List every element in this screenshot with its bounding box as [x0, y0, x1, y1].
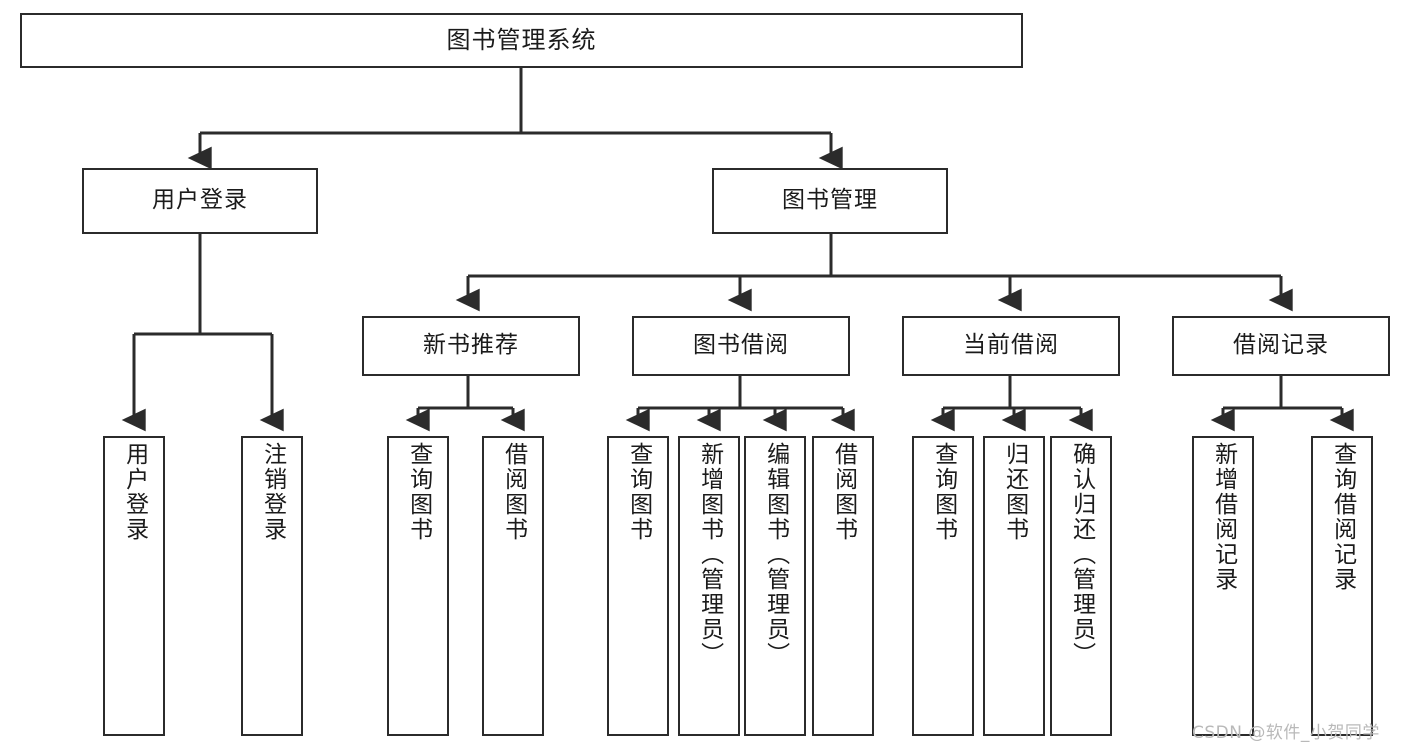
leaf-edit-book-admin[interactable]: 编辑图书（管理员） [744, 436, 806, 736]
node-label: 查询借阅记录 [1329, 442, 1356, 592]
node-label: 图书管理 [782, 187, 878, 214]
leaf-query-book-current[interactable]: 查询图书 [912, 436, 974, 736]
node-label: 查询图书 [405, 442, 432, 542]
node-book-borrow[interactable]: 图书借阅 [632, 316, 850, 376]
node-label: 借阅记录 [1233, 332, 1329, 359]
leaf-add-borrow-record[interactable]: 新增借阅记录 [1192, 436, 1254, 736]
leaf-query-book-recommend[interactable]: 查询图书 [387, 436, 449, 736]
node-root-system[interactable]: 图书管理系统 [20, 13, 1023, 68]
leaf-return-book[interactable]: 归还图书 [983, 436, 1045, 736]
leaf-confirm-return-admin[interactable]: 确认归还（管理员） [1050, 436, 1112, 736]
node-label: 编辑图书（管理员） [762, 442, 789, 667]
node-book-management[interactable]: 图书管理 [712, 168, 948, 234]
node-label: 查询图书 [625, 442, 652, 542]
node-new-book-recommend[interactable]: 新书推荐 [362, 316, 580, 376]
node-label: 图书管理系统 [446, 26, 597, 55]
node-label: 图书借阅 [693, 332, 789, 359]
node-label: 查询图书 [930, 442, 957, 542]
leaf-logout-login[interactable]: 注销登录 [241, 436, 303, 736]
node-user-login[interactable]: 用户登录 [82, 168, 318, 234]
node-label: 借阅图书 [830, 442, 857, 542]
node-label: 借阅图书 [500, 442, 527, 542]
node-label: 新增借阅记录 [1210, 442, 1237, 592]
node-current-borrow[interactable]: 当前借阅 [902, 316, 1120, 376]
node-label: 新增图书（管理员） [696, 442, 723, 667]
node-label: 确认归还（管理员） [1068, 442, 1095, 667]
csdn-watermark: CSDN @软件_小贺同学 [1192, 723, 1380, 743]
node-label: 用户登录 [152, 187, 248, 214]
node-borrow-records[interactable]: 借阅记录 [1172, 316, 1390, 376]
node-label: 新书推荐 [423, 332, 519, 359]
leaf-query-book-borrow[interactable]: 查询图书 [607, 436, 669, 736]
leaf-borrow-book-recommend[interactable]: 借阅图书 [482, 436, 544, 736]
leaf-user-login[interactable]: 用户登录 [103, 436, 165, 736]
node-label: 归还图书 [1001, 442, 1028, 542]
node-label: 用户登录 [121, 442, 148, 542]
leaf-borrow-book[interactable]: 借阅图书 [812, 436, 874, 736]
node-label: 注销登录 [259, 442, 286, 542]
leaf-add-book-admin[interactable]: 新增图书（管理员） [678, 436, 740, 736]
node-label: 当前借阅 [963, 332, 1059, 359]
leaf-query-borrow-record[interactable]: 查询借阅记录 [1311, 436, 1373, 736]
